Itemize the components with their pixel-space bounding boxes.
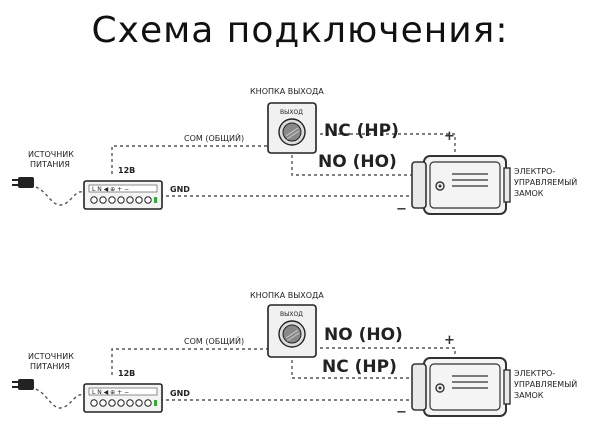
minus-sign: − xyxy=(396,405,407,420)
plus-sign: + xyxy=(444,129,455,144)
power-plug-icon xyxy=(12,177,34,188)
com-label: COM (ОБЩИЙ) xyxy=(184,132,244,143)
upper-contact-label: NC (HP) xyxy=(324,121,399,141)
voltage-label: 12В xyxy=(118,369,135,378)
psu-label-line2: ПИТАНИЯ xyxy=(30,160,70,169)
voltage-label: 12В xyxy=(118,166,135,175)
lower-contact-label: NO (HO) xyxy=(318,152,397,172)
exit-button-face-label: ВЫХОД xyxy=(280,109,303,116)
electric-lock xyxy=(411,357,511,417)
page-title: Схема подключения: xyxy=(91,10,509,51)
gnd-label: GND xyxy=(170,185,190,194)
diagram-1: L N ◀ ⊕ + − ИСТОЧНИК ПИТАНИЯ 12В COM (ОБ… xyxy=(12,87,577,217)
exit-button-label: КНОПКА ВЫХОДА xyxy=(250,291,324,300)
psu-terminal-labels: L N ◀ ⊕ + − xyxy=(92,186,129,193)
cable-wire xyxy=(29,185,83,206)
cable-wire xyxy=(29,387,83,409)
plus-sign: + xyxy=(444,333,455,348)
lock-label-line1: ЭЛЕКТРО- xyxy=(514,369,555,378)
lock-label-line3: ЗАМОК xyxy=(514,189,544,198)
minus-sign: − xyxy=(396,202,407,217)
lower-contact-label: NC (HP) xyxy=(322,357,397,377)
exit-button-label: КНОПКА ВЫХОДА xyxy=(250,87,324,96)
exit-button: ВЫХОД xyxy=(267,304,317,358)
upper-contact-label: NO (HO) xyxy=(324,325,403,345)
psu-label-line1: ИСТОЧНИК xyxy=(28,352,74,361)
exit-button: ВЫХОД xyxy=(267,102,317,154)
power-supply: L N ◀ ⊕ + − xyxy=(83,180,163,210)
power-supply: L N ◀ ⊕ + − xyxy=(83,383,163,413)
psu-terminal-labels: L N ◀ ⊕ + − xyxy=(92,389,129,396)
gnd-label: GND xyxy=(170,389,190,398)
power-plug-icon xyxy=(12,379,34,390)
exit-button-face-label: ВЫХОД xyxy=(280,311,303,318)
lock-label-line1: ЭЛЕКТРО- xyxy=(514,167,555,176)
com-wire xyxy=(111,348,270,375)
upper-contact-wire xyxy=(320,347,456,358)
lock-label-line2: УПРАВЛЯЕМЫЙ xyxy=(514,176,577,187)
lower-contact-wire xyxy=(291,360,420,379)
lower-contact-wire xyxy=(291,155,420,176)
psu-label-line2: ПИТАНИЯ xyxy=(30,362,70,371)
lock-label-line3: ЗАМОК xyxy=(514,391,544,400)
diagram-2: L N ◀ ⊕ + − ИСТОЧНИК ПИТАНИЯ 12В COM (ОБ… xyxy=(12,291,577,420)
com-wire xyxy=(111,145,270,174)
electric-lock xyxy=(411,155,511,215)
psu-label-line1: ИСТОЧНИК xyxy=(28,150,74,159)
lock-label-line2: УПРАВЛЯЕМЫЙ xyxy=(514,378,577,389)
upper-contact-wire xyxy=(320,133,456,158)
com-label: COM (ОБЩИЙ) xyxy=(184,335,244,346)
